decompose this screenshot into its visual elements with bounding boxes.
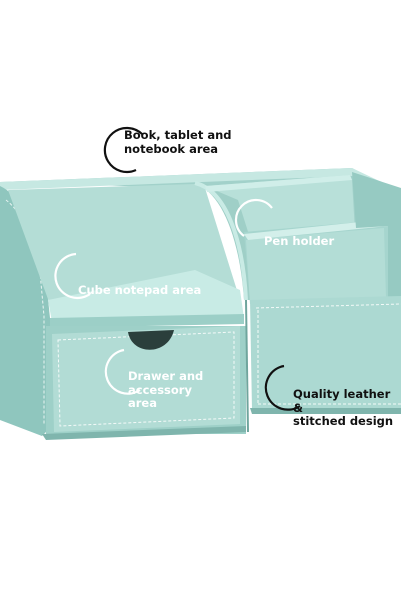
back-top-rim (0, 168, 401, 196)
drawer-front (52, 326, 240, 432)
shelf-front-edge (50, 314, 244, 328)
panel-seam (245, 299, 249, 433)
callout-circle-notepad (54, 252, 91, 299)
top-right-rim (205, 175, 352, 192)
label-drawer: Drawer and accessory area (128, 369, 204, 410)
right-front-stitch (255, 303, 401, 309)
right-side-panel (352, 172, 401, 300)
label-cube-notepad: Cube notepad area (78, 283, 202, 297)
callout-circle-book (103, 126, 143, 174)
top-right-compartment (205, 175, 355, 238)
drawer-handle-notch (128, 330, 174, 350)
label-pen-holder: Pen holder (264, 234, 335, 248)
base-edge-left (42, 426, 246, 440)
callout-circle-drawer (104, 348, 141, 395)
right-front-panel (250, 296, 401, 410)
callout-circle-pen (234, 198, 273, 237)
callout-circle-quality (264, 364, 301, 411)
notepad-shelf (48, 270, 244, 322)
label-book-area: Book, tablet and notebook area (124, 128, 232, 156)
label-quality: Quality leather & stitched design (293, 387, 394, 428)
center-divider-rim (194, 181, 248, 301)
drawer-stitch (57, 331, 235, 427)
pen-holder-front (246, 228, 386, 304)
pen-holder-rim (244, 222, 388, 240)
